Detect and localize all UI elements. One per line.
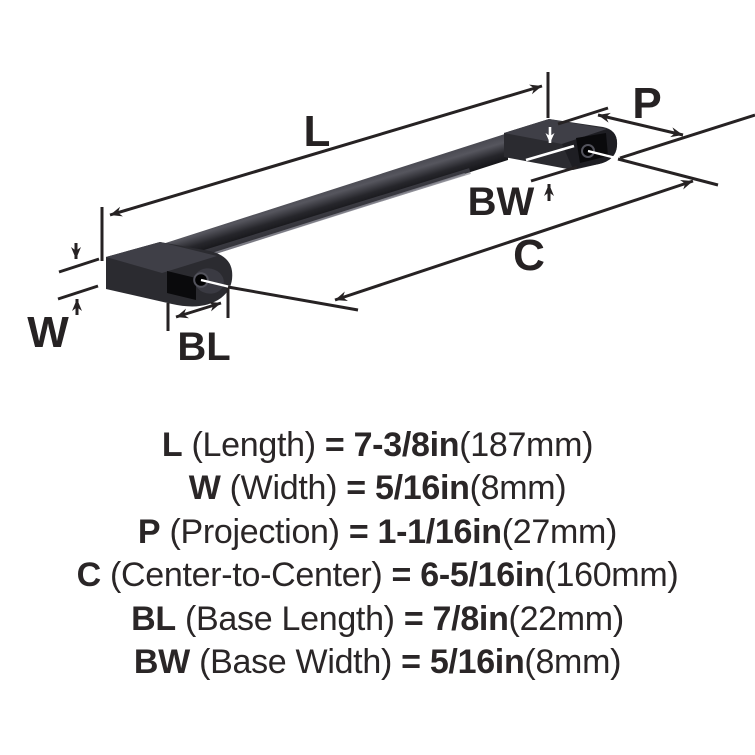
right-hole-pointer-white — [587, 149, 621, 161]
dim-label-C: C — [513, 231, 545, 280]
left-base-top-face — [106, 242, 217, 273]
dim-label-BL: BL — [177, 325, 230, 369]
dimension-BL — [166, 288, 230, 331]
dimension-annotations — [57, 72, 755, 331]
spec-letter: L — [161, 426, 183, 464]
spec-value: = 7/8in — [403, 599, 509, 638]
BW-tick-top-white — [525, 144, 575, 162]
spec-metric: (8mm) — [524, 643, 622, 682]
spec-line-width: W (Width) = 5/16in(8mm) — [0, 467, 755, 510]
spec-letter: BL — [131, 599, 176, 638]
handle-diagram-svg: L P BW C W BL — [27, 72, 755, 369]
dimension-C — [227, 157, 719, 312]
left-hole-pointer-white — [200, 278, 231, 289]
L-dimension-line — [109, 84, 543, 217]
C-dimension-line — [334, 179, 694, 302]
handle-right-base — [504, 119, 621, 170]
spec-metric: (27mm) — [501, 512, 618, 551]
spec-value: = 7-3/8in — [324, 426, 460, 464]
spec-value: = 5/16in — [346, 469, 470, 508]
BW-tick-bottom — [530, 165, 578, 183]
spec-metric: (22mm) — [508, 599, 625, 638]
P-extension-right — [619, 113, 755, 160]
P-tick-left — [557, 106, 609, 126]
spec-name: (Base Length) — [175, 599, 404, 638]
left-base-recess — [167, 271, 196, 300]
spec-metric: (8mm) — [469, 469, 567, 508]
dimension-W — [57, 243, 100, 315]
handle-bar-highlight — [189, 172, 466, 263]
spec-value: = 1-1/16in — [348, 512, 502, 551]
spec-letter: P — [137, 512, 161, 551]
spec-line-center-to-center: C (Center-to-Center) = 6-5/16in(160mm) — [0, 554, 755, 597]
spec-metric: (160mm) — [544, 556, 679, 595]
handle-left-base — [106, 242, 233, 307]
P-dimension-line — [597, 112, 684, 138]
spec-letter: C — [76, 556, 102, 595]
spec-line-length: L (Length) = 7-3/8in(187mm) — [0, 424, 755, 467]
dimension-L — [100, 72, 550, 261]
dim-label-P: P — [632, 79, 661, 128]
spec-name: (Width) — [220, 469, 347, 508]
dim-label-W: W — [27, 308, 69, 357]
spec-metric: (187mm) — [459, 426, 594, 464]
handle-dimension-diagram: L P BW C W BL — [27, 72, 755, 369]
spec-name: (Base Width) — [189, 643, 402, 682]
dimension-BW — [525, 127, 578, 201]
C-extension-left — [227, 285, 359, 312]
spec-line-base-width: BW (Base Width) = 5/16in(8mm) — [0, 641, 755, 684]
dim-label-L: L — [304, 107, 331, 156]
W-tick-bottom — [57, 284, 99, 301]
dimension-P — [557, 106, 755, 160]
spec-letter: BW — [133, 643, 190, 682]
spec-name: (Center-to-Center) — [100, 556, 392, 595]
spec-list: L (Length) = 7-3/8in(187mm) W (Width) = … — [0, 424, 755, 684]
BL-dimension-line — [175, 301, 222, 319]
W-tick-top — [58, 257, 100, 274]
spec-name: (Projection) — [160, 512, 349, 551]
spec-line-base-length: BL (Base Length) = 7/8in(22mm) — [0, 598, 755, 641]
spec-letter: W — [188, 469, 221, 508]
C-extension-right — [617, 157, 719, 187]
spec-name: (Length) — [182, 426, 325, 464]
spec-value: = 5/16in — [401, 643, 525, 682]
handle-bar-sheen — [184, 168, 471, 262]
spec-value: = 6-5/16in — [391, 556, 545, 595]
dim-label-BW: BW — [468, 180, 535, 224]
spec-line-projection: P (Projection) = 1-1/16in(27mm) — [0, 511, 755, 554]
